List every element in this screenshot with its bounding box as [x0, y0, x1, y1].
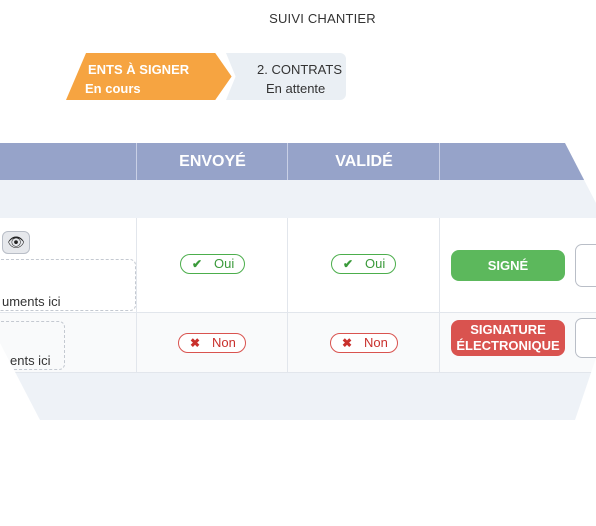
column-divider: [287, 313, 288, 372]
step-label: ENTS À SIGNER: [88, 62, 190, 77]
documents-table: ENVOYÉ VALIDÉ 👁 uments ici ✔ Oui ✔ Oui S…: [0, 143, 596, 420]
step-status: En attente: [266, 81, 326, 96]
button-label-line1: SIGNATURE: [470, 322, 546, 337]
step-label: 2. CONTRATS: [257, 62, 342, 77]
button-label-line2: ÉLECTRONIQUE: [456, 338, 560, 353]
envoye-status-pill: ✖ Non: [178, 333, 246, 353]
valide-status-pill: ✔ Oui: [331, 254, 396, 274]
pill-label: Oui: [365, 256, 386, 271]
page-title: SUIVI CHANTIER: [269, 11, 376, 26]
signed-status-button[interactable]: SIGNÉ: [451, 250, 565, 281]
step-status: En cours: [85, 81, 141, 96]
dropzone-label: ents ici: [10, 353, 51, 368]
table-footer-band: [0, 373, 596, 420]
pill-label: Non: [364, 335, 388, 350]
column-divider: [136, 218, 137, 312]
row-action-button[interactable]: [575, 318, 596, 358]
column-divider: [439, 313, 440, 372]
column-divider: [136, 313, 137, 372]
check-icon: ✔: [192, 257, 203, 271]
eye-icon: 👁: [7, 234, 25, 250]
cross-icon: ✖: [190, 336, 201, 350]
column-header-status: [439, 143, 596, 180]
electronic-signature-button[interactable]: SIGNATURE ÉLECTRONIQUE: [451, 320, 565, 356]
step-documents-a-signer[interactable]: ENTS À SIGNER En cours: [66, 53, 232, 100]
table-row: 👁 uments ici ✔ Oui ✔ Oui SIGNÉ: [0, 218, 596, 313]
valide-status-pill: ✖ Non: [330, 333, 398, 353]
pill-label: Non: [212, 335, 236, 350]
document-dropzone[interactable]: uments ici: [0, 259, 136, 311]
column-header-envoye: ENVOYÉ: [136, 143, 288, 180]
envoye-status-pill: ✔ Oui: [180, 254, 245, 274]
pill-label: Oui: [214, 256, 235, 271]
row-action-button[interactable]: [575, 244, 596, 287]
dropzone-label: uments ici: [2, 294, 61, 309]
column-divider: [287, 218, 288, 312]
document-dropzone[interactable]: ents ici: [0, 321, 65, 370]
column-header-valide: VALIDÉ: [287, 143, 440, 180]
table-subheader-band: [0, 180, 596, 218]
table-row: ents ici ✖ Non ✖ Non SIGNATURE ÉLECTRONI…: [0, 313, 596, 373]
column-divider: [439, 218, 440, 312]
cross-icon: ✖: [342, 336, 353, 350]
table-header: ENVOYÉ VALIDÉ: [0, 143, 596, 180]
check-icon: ✔: [343, 257, 354, 271]
step-contrats[interactable]: 2. CONTRATS En attente: [226, 53, 346, 100]
view-document-button[interactable]: 👁: [2, 231, 30, 254]
